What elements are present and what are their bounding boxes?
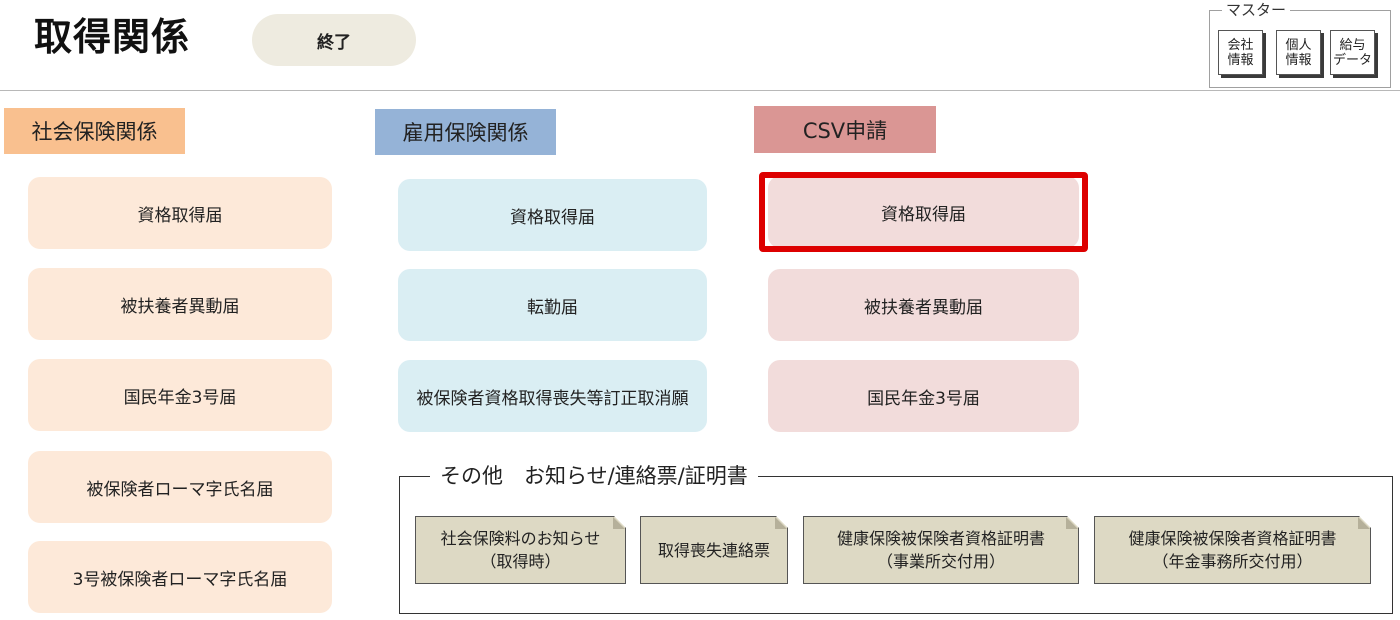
health-certificate-office-label: 健康保険被保険者資格証明書 （事業所交付用） <box>836 529 1045 571</box>
acquisition-loss-slip-label: 取得喪失連絡票 <box>657 540 770 560</box>
social-romaji-name-button[interactable]: 被保険者ローマ字氏名届 <box>28 451 332 523</box>
premium-notice-label: 社会保険料のお知らせ （取得時） <box>440 529 601 571</box>
social-national-pension-3-button[interactable]: 国民年金3号届 <box>28 359 332 431</box>
social-dependent-change-button[interactable]: 被扶養者異動届 <box>28 268 332 340</box>
csv-dependent-change-button[interactable]: 被扶養者異動届 <box>768 269 1079 341</box>
company-info-button[interactable]: 会社 情報 <box>1218 30 1263 75</box>
other-documents-label: その他 お知らせ/連絡票/証明書 <box>430 461 758 491</box>
header-divider <box>0 90 1400 91</box>
social-qualification-acquisition-button[interactable]: 資格取得届 <box>28 177 332 249</box>
page-title: 取得関係 <box>34 15 191 59</box>
employment-insurance-header: 雇用保険関係 <box>375 109 556 155</box>
csv-application-header: CSV申請 <box>754 106 936 153</box>
other-documents-group <box>399 476 1393 614</box>
master-group <box>1209 10 1391 88</box>
employment-qualification-acquisition-button[interactable]: 資格取得届 <box>398 179 707 251</box>
social-insurance-header: 社会保険関係 <box>4 108 185 154</box>
exit-button[interactable]: 終了 <box>252 14 416 66</box>
personal-info-button[interactable]: 個人 情報 <box>1276 30 1321 75</box>
health-certificate-office-button[interactable]: 健康保険被保険者資格証明書 （事業所交付用） <box>803 516 1079 584</box>
employment-transfer-button[interactable]: 転勤届 <box>398 269 707 341</box>
social-no3-romaji-name-button[interactable]: 3号被保険者ローマ字氏名届 <box>28 541 332 613</box>
master-group-label: マスター <box>1222 0 1291 20</box>
health-certificate-pension-office-button[interactable]: 健康保険被保険者資格証明書 （年金事務所交付用） <box>1094 516 1371 584</box>
csv-national-pension-3-button[interactable]: 国民年金3号届 <box>768 360 1079 432</box>
premium-notice-button[interactable]: 社会保険料のお知らせ （取得時） <box>415 516 626 584</box>
employment-correction-cancel-button[interactable]: 被保険者資格取得喪失等訂正取消願 <box>398 360 707 432</box>
acquisition-loss-slip-button[interactable]: 取得喪失連絡票 <box>640 516 788 584</box>
csv-qualification-acquisition-button[interactable]: 資格取得届 <box>768 176 1079 248</box>
salary-data-button[interactable]: 給与 データ <box>1330 30 1375 75</box>
health-certificate-pension-office-label: 健康保険被保険者資格証明書 （年金事務所交付用） <box>1128 529 1337 571</box>
